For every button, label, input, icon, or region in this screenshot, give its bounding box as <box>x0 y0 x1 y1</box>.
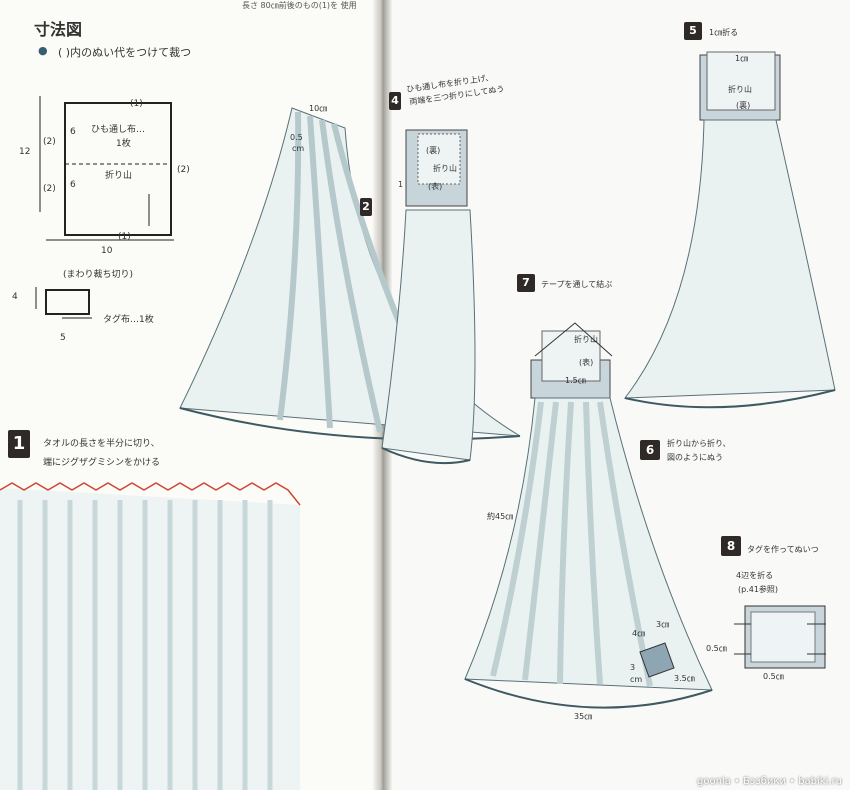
dim-twelve: 12 <box>19 147 31 157</box>
dim-cm: cm <box>292 144 305 153</box>
tag-three-point-five: 3.5㎝ <box>674 674 695 683</box>
tag-width: 5 <box>60 333 66 343</box>
step-seven-omote: (表) <box>579 358 594 367</box>
tag-height: 4 <box>12 292 18 302</box>
tag-cm-left: cm <box>630 675 643 684</box>
dim-05: 0.5 <box>290 133 303 142</box>
tag-label: タグ布…1枚 <box>103 315 154 325</box>
step-four-one: 1 <box>398 180 404 189</box>
tag-three-left: 3 <box>630 663 636 672</box>
step-six-text-one: 折り山から折り、 <box>667 439 731 448</box>
dim-bottom: (1) <box>118 232 131 242</box>
hem-thirty-five: 35㎝ <box>574 712 593 721</box>
bullet-icon: ● <box>38 44 48 57</box>
cloth-label: ひも通し布… <box>91 125 146 135</box>
step-seven-text: テープを通して結ぶ <box>541 280 613 289</box>
length-forty-five: 約45㎝ <box>487 512 514 521</box>
step-five-ura: (裏) <box>736 101 751 110</box>
step-one-line-one: タオルの長さを半分に切り、 <box>43 439 160 449</box>
step-eight-number: 8 <box>721 536 741 556</box>
tag-side-half-cm-a: 0.5㎝ <box>706 644 727 653</box>
step-four-ura: (裏) <box>426 146 441 155</box>
step-six-text-two: 図のようにぬう <box>667 453 723 462</box>
dim-right: (2) <box>177 165 190 175</box>
step-five-fold-note: 1㎝折る <box>709 28 739 37</box>
step-five-one-cm: 1㎝ <box>735 54 749 63</box>
tag-note: (まわり裁ち切り) <box>63 270 134 280</box>
dim-ten: 10 <box>101 246 113 256</box>
dim-10cm: 10㎝ <box>309 104 328 113</box>
step-eight-fold-two: (p.41参照) <box>738 585 779 594</box>
step-four-omote: (表) <box>428 182 443 191</box>
dim-top: (1) <box>130 99 143 109</box>
step-four-number: 4 <box>389 92 401 110</box>
page-title: 寸法図 <box>34 20 83 39</box>
dim-left-a: (2) <box>43 137 56 147</box>
watermark: goonla • Бэзбики • babiki.ru <box>696 776 842 787</box>
fold-label: 折り山 <box>105 171 133 181</box>
step-one-line-two: 端にジグザグミシンをかける <box>43 458 161 468</box>
cloth-count: 1枚 <box>116 139 131 149</box>
step-six-number: 6 <box>640 440 660 460</box>
step-eight-fold-one: 4辺を折る <box>736 571 774 580</box>
dim-six-a: 6 <box>70 127 76 137</box>
dim-left-b: (2) <box>43 184 56 194</box>
tag-side-half-cm-b: 0.5㎝ <box>763 672 784 681</box>
seam-note: ( )内のぬい代をつけて裁つ <box>58 46 192 59</box>
header-text: 長さ 80㎝前後のもの(1)を 使用 <box>242 1 357 10</box>
step-eight-text: タグを作ってぬいつ <box>747 545 819 554</box>
dim-six-b: 6 <box>70 180 76 190</box>
step-two-number: 2 <box>360 198 372 216</box>
step-seven-fifteen: 1.5㎝ <box>565 376 586 385</box>
step-seven-fold: 折り山 <box>574 335 598 344</box>
tag-three-cm: 3㎝ <box>656 620 670 629</box>
step-five-fold: 折り山 <box>728 85 752 94</box>
step-one-number: 1 <box>8 430 30 458</box>
step-seven-number: 7 <box>517 274 535 292</box>
dimension-diagram <box>0 96 521 790</box>
step-four-fold: 折り山 <box>433 164 457 173</box>
tag-four-cm: 4㎝ <box>632 629 646 638</box>
step-five-number: 5 <box>684 22 702 40</box>
